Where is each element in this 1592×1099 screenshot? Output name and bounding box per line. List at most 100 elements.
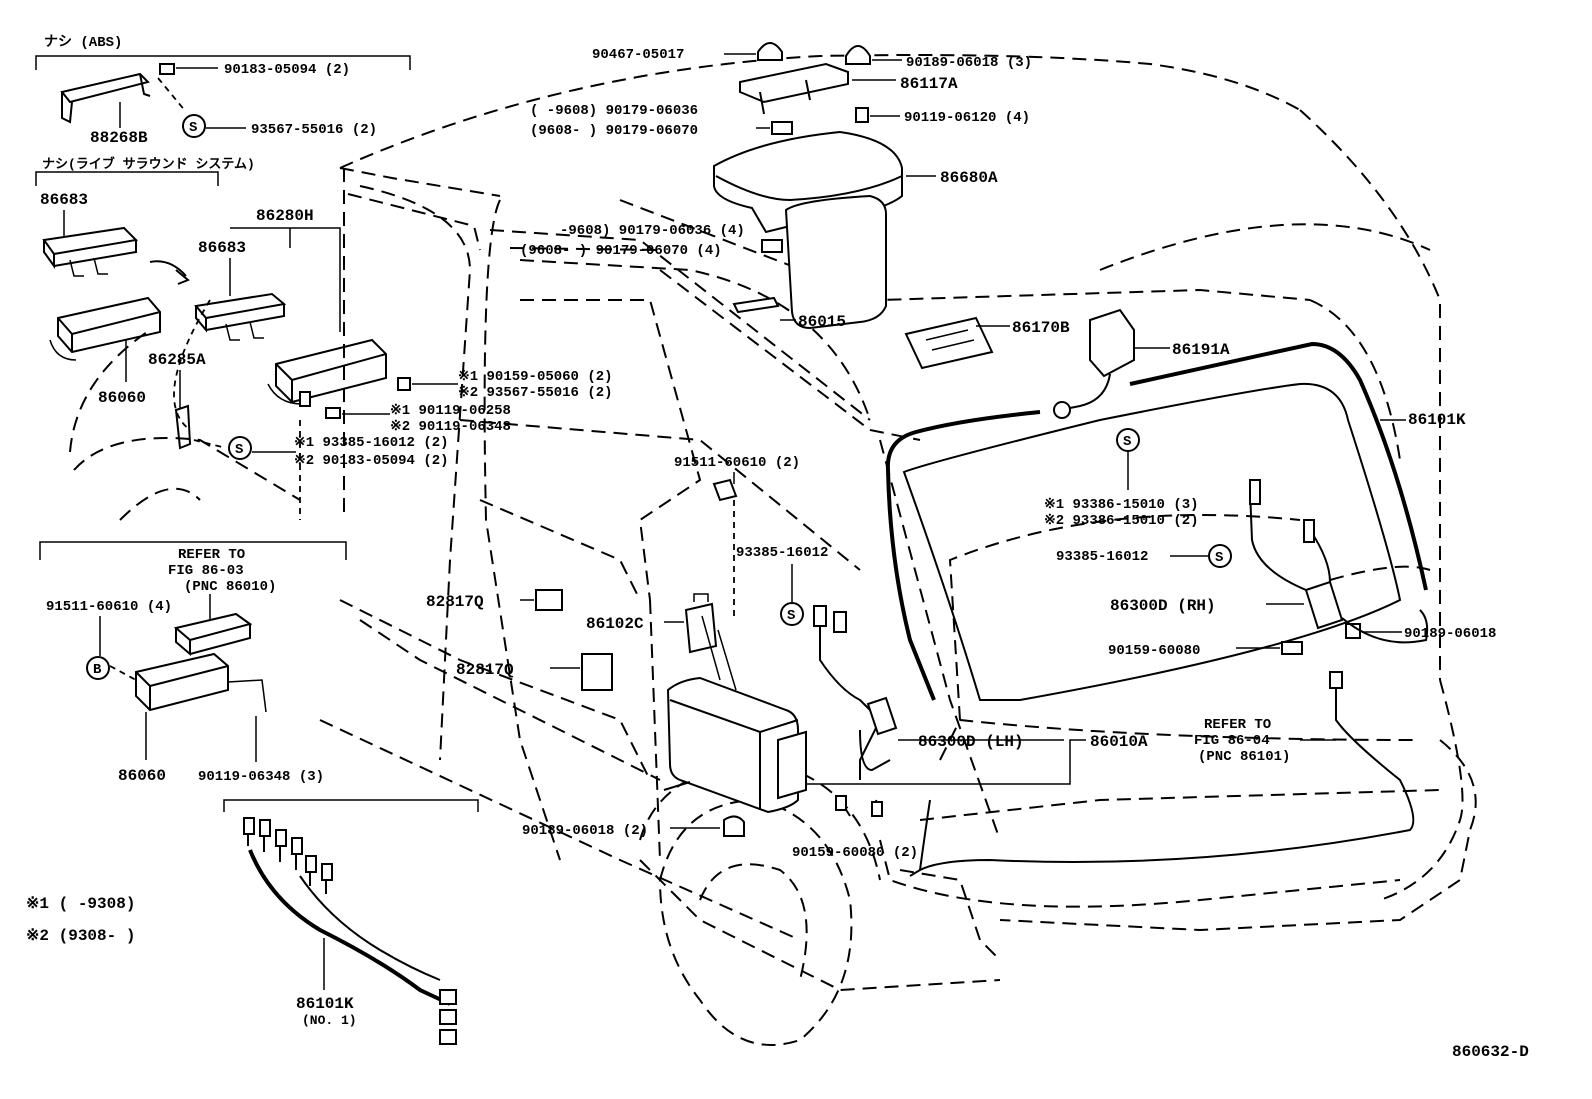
refer1-line1: REFER TO <box>178 547 245 563</box>
bolt-icon <box>397 377 411 391</box>
bracket-86117a <box>739 62 849 104</box>
arrow-icon <box>149 260 187 277</box>
label-86680a: 86680A <box>940 169 998 187</box>
refer1-line3: (PNC 86010) <box>184 579 276 595</box>
figure-id: 860632-D <box>1452 1043 1529 1061</box>
label-93567-55016-2: 93567-55016 (2) <box>251 122 377 138</box>
bolt-icon <box>159 63 175 75</box>
notes-group: ※1 ( -9308) ※2 (9308- ) <box>26 895 135 945</box>
label-93385-a: 93385-16012 <box>736 545 828 561</box>
label-86101k: 86101K <box>1408 411 1466 429</box>
label-91511-2: 91511-60610 (2) <box>674 455 800 471</box>
unit-86060-b <box>135 652 229 712</box>
label-90159-60080-2: 90159-60080 (2) <box>792 845 918 861</box>
note2-label: ※2 (9308- ) <box>26 927 135 945</box>
s-symbol-text: S <box>1123 434 1131 450</box>
clip-90189-2-icon <box>723 815 745 837</box>
label-86102c: 86102C <box>586 615 644 633</box>
label-86300d-rh: 86300D (RH) <box>1110 597 1216 615</box>
rear-antenna-group: 86191A 86101K S ※1 93386-15010 (3) ※2 93… <box>885 308 1496 871</box>
label-s2-93386: ※2 93386-15010 (2) <box>1044 513 1199 529</box>
label-plate-82817q-a <box>535 589 563 611</box>
label-90189-06018-2: 90189-06018 (2) <box>522 823 648 839</box>
label-86015: 86015 <box>798 313 846 331</box>
harness-86101k <box>1129 341 1428 591</box>
label-90119-06120: 90119-06120 (4) <box>904 110 1030 126</box>
b-symbol-icon <box>86 656 110 680</box>
label-86060-a: 86060 <box>98 389 146 407</box>
label-82817q-a: 82817Q <box>426 593 484 611</box>
s-symbol-icon <box>228 436 252 460</box>
label-86683-a: 86683 <box>40 191 88 209</box>
b-symbol-text: B <box>93 662 102 678</box>
screw-icon <box>1281 641 1303 655</box>
s-symbol-icon <box>182 114 206 138</box>
label-s1-90159: ※1 90159-05060 (2) <box>458 369 613 385</box>
sound-note-label: ナシ(ライブ サラウンド システム) <box>42 156 255 172</box>
label-no1: (NO. 1) <box>302 1013 357 1028</box>
refer1-line2: FIG 86-03 <box>168 563 244 579</box>
unit-86280h <box>275 338 387 404</box>
label-s1-90119-06258: ※1 90119-06258 <box>390 403 511 419</box>
harness-86101k-no1 <box>248 849 451 1006</box>
abs-bracket-group: ナシ (ABS) 90183-05094 (2) S 93567-55016 (… <box>35 34 411 147</box>
clip-90467-icon <box>757 42 783 61</box>
ecu-top <box>173 612 253 642</box>
s-symbol-text: S <box>787 608 795 624</box>
vehicle-outline <box>319 54 1477 1046</box>
label-90159-60080: 90159-60080 <box>1108 643 1200 659</box>
screw-icon <box>325 407 341 419</box>
label-s2-90119-06348: ※2 90119-06348 <box>390 419 511 435</box>
label-range-c: -9608) 90179-06036 (4) <box>560 223 745 239</box>
label-86010a: 86010A <box>1090 733 1148 751</box>
label-88268b: 88268B <box>90 129 148 147</box>
note1-label: ※1 ( -9308) <box>26 895 135 913</box>
label-90189-06018-3: 90189-06018 (3) <box>906 55 1032 71</box>
overhead-group: 90467-05017 90189-06018 (3) 86117A ( -96… <box>520 42 1070 370</box>
label-86191a: 86191A <box>1172 341 1230 359</box>
module-86683-a <box>42 226 139 256</box>
screw-icon <box>835 795 847 811</box>
harness-no1-group: 86101K (NO. 1) <box>223 799 479 1045</box>
label-range-d: (9608- ) 90179-06070 (4) <box>520 243 722 259</box>
label-s1-93386: ※1 93386-15010 (3) <box>1044 497 1199 513</box>
refer2-line2: FIG 86-04 <box>1194 733 1270 749</box>
nut-icon <box>771 121 793 135</box>
label-range-a: ( -9608) 90179-06036 <box>530 103 698 119</box>
s-symbol-icon <box>780 602 804 626</box>
amplifier-group: 91511-60610 (2) 93385-16012 S 82817Q 828… <box>426 455 1148 877</box>
control-unit-group: REFER TO FIG 86-03 (PNC 86010) 91511-606… <box>39 541 347 785</box>
clip-90189-icon <box>845 45 871 65</box>
s-symbol-text: S <box>1215 550 1223 566</box>
label-82817q-b: 82817Q <box>456 661 514 679</box>
label-s2-90183: ※2 90183-05094 (2) <box>294 453 449 469</box>
sound-system-group: ナシ(ライブ サラウンド システム) 86683 86060 86280H 86… <box>35 156 613 521</box>
label-86285a: 86285A <box>148 351 206 369</box>
module-86683-b <box>194 292 287 320</box>
abs-note-label: ナシ (ABS) <box>44 34 122 51</box>
amp-86191a <box>1089 308 1135 378</box>
label-86300d-lh: 86300D (LH) <box>918 733 1024 751</box>
refer2-line3: (PNC 86101) <box>1198 749 1290 765</box>
bracket-88268b <box>60 72 150 104</box>
bracket-86285a <box>174 404 192 450</box>
s-symbol-icon <box>1208 544 1232 568</box>
label-90183-05094-2: 90183-05094 (2) <box>224 62 350 78</box>
screw-icon <box>871 801 883 817</box>
s-symbol-text: S <box>189 120 197 136</box>
label-86060-b: 86060 <box>118 767 166 785</box>
remote-86170b <box>904 316 994 370</box>
s-symbol-text: S <box>235 442 243 458</box>
s-symbol-icon <box>1116 428 1140 452</box>
filter-86300d-lh <box>866 696 898 736</box>
refer2-line1: REFER TO <box>1204 717 1271 733</box>
pin-86015-icon <box>732 296 780 314</box>
label-range-b: (9608- ) 90179-06070 <box>530 123 698 139</box>
overhead-housing <box>784 194 887 330</box>
filter-86300d-rh <box>1304 580 1344 630</box>
label-s1-93385: ※1 93385-16012 (2) <box>294 435 449 451</box>
nut-icon <box>761 239 783 253</box>
label-90189-06018: 90189-06018 <box>1404 626 1496 642</box>
label-86280h: 86280H <box>256 207 314 225</box>
